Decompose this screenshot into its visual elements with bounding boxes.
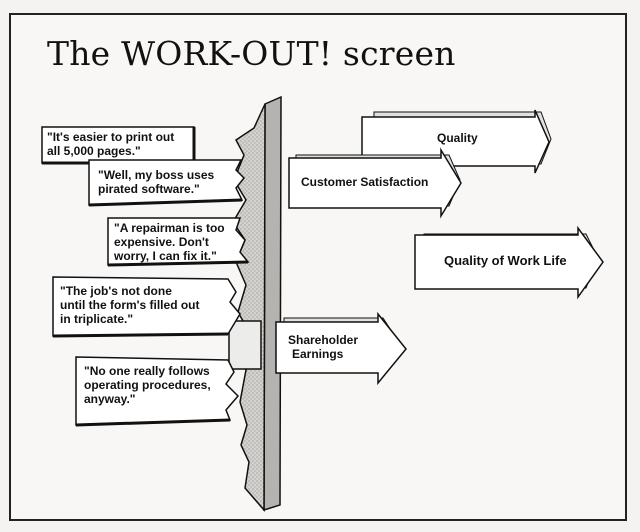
screen-filter-block bbox=[228, 320, 262, 370]
outcome-label-shareholder-earnings: Shareholder Earnings bbox=[288, 333, 359, 361]
outcome-label-quality-of-work-life: Quality of Work Life bbox=[444, 253, 567, 268]
outcome-label-quality: Quality bbox=[437, 131, 478, 145]
arrow-shareholder-earnings bbox=[275, 311, 407, 386]
excuse-box-2 bbox=[88, 159, 246, 207]
screen-panel bbox=[228, 95, 282, 513]
outcome-label-customer-satisfaction: Customer Satisfaction bbox=[301, 175, 429, 189]
diagram-title: The WORK-OUT! screen bbox=[47, 34, 456, 73]
excuse-box-3 bbox=[107, 217, 250, 267]
arrow-customer-satisfaction bbox=[288, 147, 462, 219]
arrow-quality-of-work-life bbox=[414, 225, 604, 300]
excuse-box-4 bbox=[52, 276, 241, 338]
excuse-box-5 bbox=[75, 356, 240, 427]
